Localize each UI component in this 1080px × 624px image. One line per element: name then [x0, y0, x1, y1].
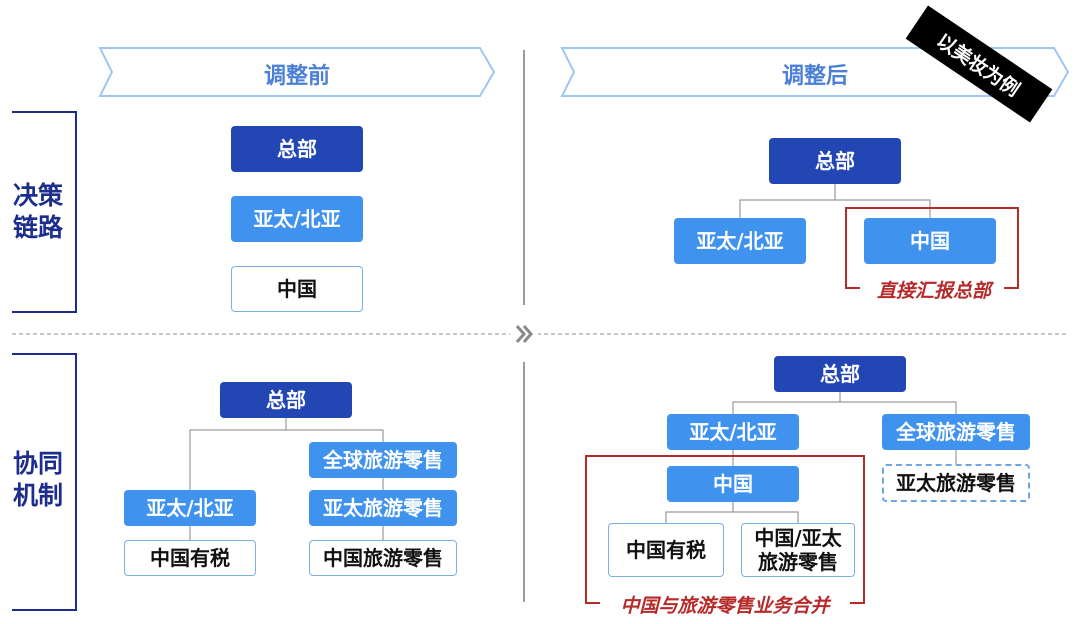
ba-china-duty-paid-node: 中国有税 — [608, 523, 724, 577]
ba-china-children — [665, 511, 799, 523]
ba-china-apac-line1: 中国/亚太 — [754, 526, 842, 550]
after-header-label: 调整后 — [781, 64, 848, 89]
tb-china-node: 中国 — [231, 266, 363, 312]
ta-note: 直接汇报总部 — [864, 276, 1004, 303]
side-label-coordination: 协同机制 — [12, 449, 63, 510]
before-header-label: 调整前 — [263, 64, 330, 89]
bb-china-duty-paid-node: 中国有税 — [124, 540, 256, 576]
ba-china-node: 中国 — [667, 466, 799, 502]
ba-china-apac-travel-retail-node: 中国/亚太 旅游零售 — [741, 523, 855, 577]
bb-region-node: 亚太/北亚 — [124, 490, 256, 526]
tb-region-node: 亚太/北亚 — [231, 196, 363, 242]
bb-hq-node: 总部 — [220, 382, 352, 418]
ba-note: 中国与旅游零售业务合并 — [600, 591, 850, 618]
bottom-side-bracket — [12, 353, 77, 611]
top-side-bracket — [12, 111, 77, 313]
ba-global-travel-retail-node: 全球旅游零售 — [882, 414, 1030, 450]
ba-china-apac-line2: 旅游零售 — [758, 550, 838, 574]
bb-branch — [189, 429, 384, 490]
tb-hq-node: 总部 — [231, 126, 363, 172]
bottom-after-highlight-frame — [585, 455, 865, 604]
before-header-arrow — [98, 47, 496, 97]
ba-region-node: 亚太/北亚 — [667, 414, 799, 450]
top-after-highlight-frame — [845, 207, 1019, 289]
ta-region-node: 亚太/北亚 — [674, 218, 806, 264]
bb-apac-travel-retail-node: 亚太旅游零售 — [309, 490, 457, 526]
ta-china-node: 中国 — [864, 218, 996, 264]
bb-china-travel-retail-node: 中国旅游零售 — [309, 540, 457, 576]
ba-branch — [732, 401, 957, 414]
bb-global-travel-retail-node: 全球旅游零售 — [309, 442, 457, 478]
side-label-decision-chain: 决策链路 — [12, 181, 63, 242]
ba-hq-node: 总部 — [774, 356, 906, 392]
double-chevron-right-icon — [510, 320, 538, 348]
ba-apac-travel-retail-node: 亚太旅游零售 — [882, 464, 1030, 502]
ta-hq-node: 总部 — [769, 138, 901, 184]
